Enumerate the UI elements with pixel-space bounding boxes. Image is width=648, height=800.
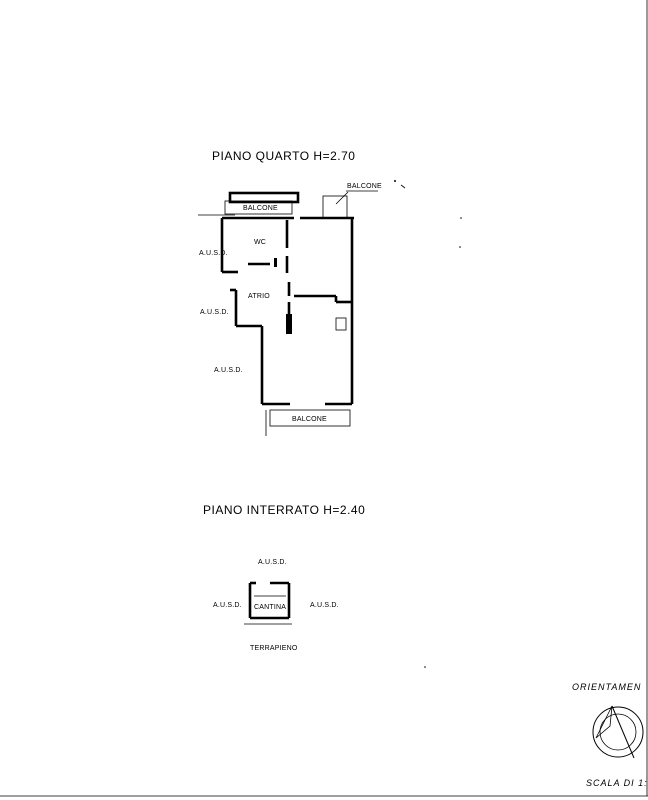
balcony-right-label: BALCONE [347,183,382,190]
basement-ausd-right: A.U.S.D. [310,602,339,609]
basement-title: PIANO INTERRATO H=2.40 [203,503,365,517]
right-balcony-box [322,195,348,219]
stray-dot-2 [459,246,461,248]
right-lower-notch [335,317,347,331]
basement-ausd-left: A.U.S.D. [213,602,242,609]
wc-door-jamb [274,258,277,267]
wc-label: WC [254,239,266,246]
top-balcony-outline [224,200,293,215]
ausd-label-2: A.U.S.D. [200,309,229,316]
stray-dot-3 [424,666,426,668]
north-arrow-icon [592,705,644,759]
atrium-door-block [286,314,292,334]
balcony-right-leader [335,191,349,205]
balcony-top-label: BALCONE [243,205,278,212]
basement-ausd-top: A.U.S.D. [258,559,287,566]
embankment-label: TERRAPIENO [250,645,298,652]
stray-mark [394,180,396,182]
stray-dash-1 [400,184,406,189]
fourth-floor-title: PIANO QUARTO H=2.70 [212,149,355,163]
basement-plan: CANTINA A.U.S.D. A.U.S.D. A.U.S.D. TERRA… [213,559,339,652]
ausd-label-3: A.U.S.D. [214,367,243,374]
bottom-balcony-outline [269,409,351,427]
balcony-bottom-label: BALCONE [292,416,327,423]
stray-dot-1 [460,217,462,219]
top-balcony-slab [228,191,300,204]
orientation-label: ORIENTAMEN [572,682,641,692]
scale-label: SCALA DI 1: [586,778,648,788]
atrium-label: ATRIO [248,293,270,300]
cellar-label: CANTINA [254,604,286,611]
fourth-floor-plan: BALCONE BALCONE WC ATRIO [198,183,382,436]
ausd-label-1: A.U.S.D. [199,250,228,257]
